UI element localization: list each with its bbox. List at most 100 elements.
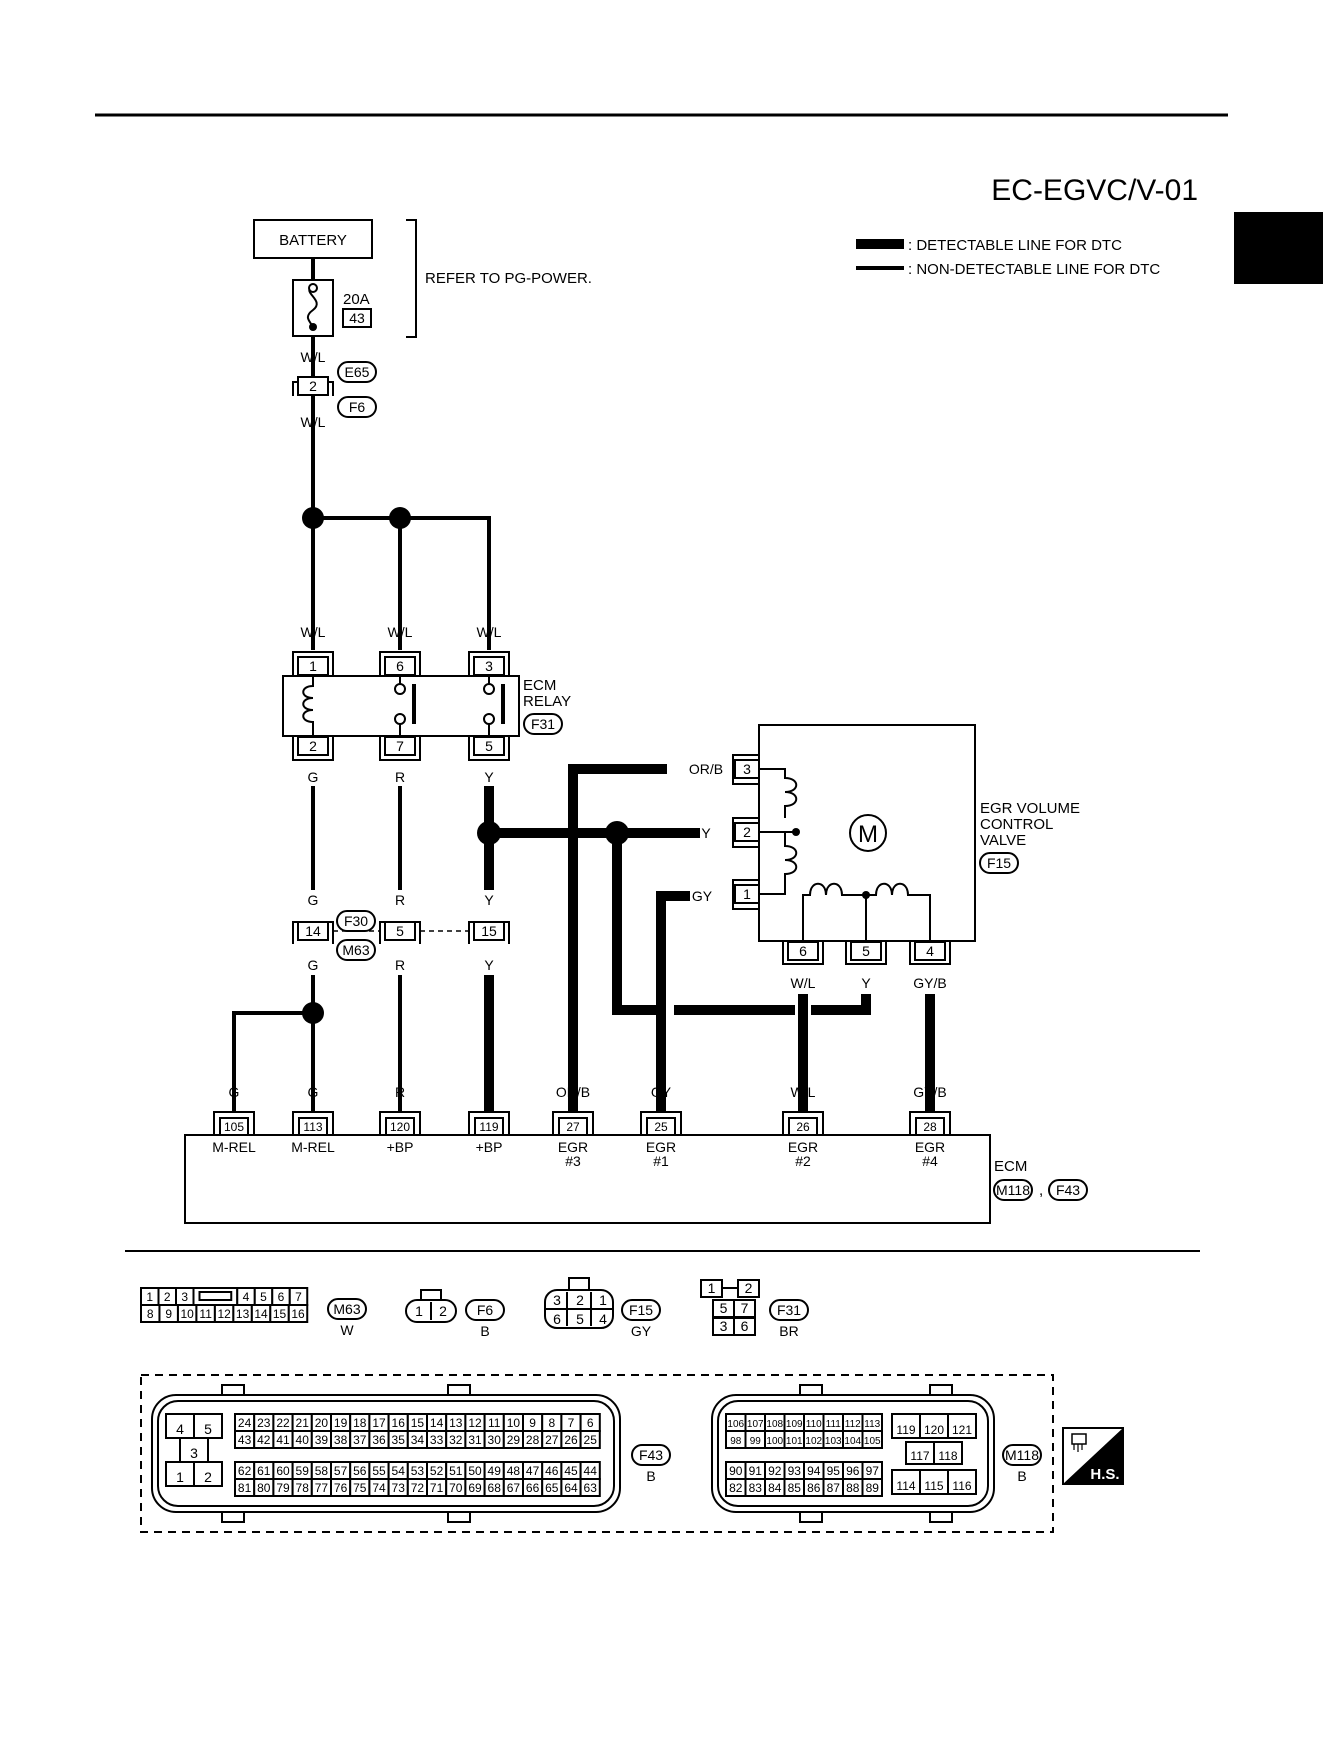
- f43-cell: [579, 1478, 601, 1497]
- f6-latch: [420, 1289, 442, 1301]
- m118-pin: 102: [805, 1436, 822, 1447]
- m118-pin: 91: [749, 1464, 763, 1478]
- f43-pin: 68: [488, 1481, 502, 1495]
- conn-f43: F43: [1056, 1182, 1080, 1198]
- ecm-terminal-box: [558, 1117, 588, 1136]
- ecm-terminals: 105M-REL113M-REL120+BP119+BP27EGR#325EGR…: [212, 1111, 951, 1169]
- f43-pin: 69: [468, 1481, 482, 1495]
- f43-pin: 63: [584, 1481, 598, 1495]
- m118-pin: 119: [896, 1423, 915, 1437]
- f43-pin: 76: [334, 1481, 348, 1495]
- f31-color: BR: [779, 1323, 798, 1339]
- m118-pin: 89: [866, 1481, 880, 1495]
- ecm-terminal-name: M-REL: [291, 1139, 335, 1155]
- m118-pin: 110: [806, 1419, 822, 1430]
- m63-pin: 11: [199, 1307, 212, 1321]
- f43-pin: 75: [353, 1481, 367, 1495]
- egr-label1: EGR VOLUME: [980, 800, 1080, 817]
- m118-cell: [919, 1413, 949, 1439]
- m118-inner: [717, 1400, 989, 1507]
- ecm-terminal-name: EGR: [558, 1139, 588, 1155]
- legend-thick-line: [856, 239, 904, 249]
- m118-pin: 87: [827, 1481, 841, 1495]
- f43-pin: 73: [392, 1481, 406, 1495]
- f43-id: F43: [639, 1447, 663, 1463]
- m118-cell: [947, 1413, 977, 1439]
- m118-pin: 96: [846, 1464, 860, 1478]
- ecm-terminal-pin: 26: [796, 1120, 810, 1134]
- legend-detectable: : DETECTABLE LINE FOR DTC: [908, 237, 1122, 254]
- wire-g-ecm1: G: [229, 1084, 240, 1100]
- f43-pin: 44: [584, 1464, 598, 1478]
- egr-pin-4: 4: [926, 943, 934, 959]
- f6-pin: 2: [439, 1303, 447, 1319]
- egr-label2: CONTROL: [980, 816, 1053, 833]
- f43-pin: 39: [315, 1433, 329, 1447]
- battery-label: BATTERY: [279, 232, 347, 249]
- ecm-terminal-box: [474, 1117, 504, 1136]
- wire-y-ecm: Y: [484, 1084, 494, 1100]
- ecm-terminal-sub: #2: [795, 1153, 811, 1169]
- joint-pin: 2: [309, 378, 317, 394]
- ecm-terminal-box: [915, 1117, 945, 1136]
- ecm-terminal-pin: 119: [479, 1120, 498, 1134]
- m118-tab: [929, 1511, 953, 1523]
- f43-pin: 43: [238, 1433, 252, 1447]
- f43-pin: 15: [411, 1416, 425, 1430]
- wire-wl-egr: W/L: [791, 975, 816, 991]
- f15-latch: [568, 1277, 590, 1291]
- m118-pin: 85: [788, 1481, 802, 1495]
- ecm-terminal-name: +BP: [476, 1139, 503, 1155]
- f43-pin: 16: [392, 1416, 406, 1430]
- f31-id: F31: [777, 1302, 801, 1318]
- harness-pin-15: 15: [481, 923, 497, 939]
- m118-color: B: [1017, 1468, 1026, 1484]
- ecm-terminal-box: [219, 1117, 249, 1136]
- conn-f15: F15: [987, 855, 1011, 871]
- ecm-terminal-pin: 113: [303, 1120, 322, 1134]
- f43-badge: [631, 1444, 671, 1466]
- f6-color: B: [480, 1323, 489, 1339]
- egr-pin-5: 5: [862, 943, 870, 959]
- f43-pin: 47: [526, 1464, 540, 1478]
- m118-pin: 83: [749, 1481, 763, 1495]
- relay-pin-1: 1: [309, 658, 317, 674]
- f43-pin: 20: [315, 1416, 329, 1430]
- egr-pin-3: 3: [743, 761, 751, 777]
- ecm-terminal-pin: 120: [390, 1120, 410, 1134]
- ecm-terminal-box: [298, 1117, 328, 1136]
- f43-pin: 13: [449, 1416, 463, 1430]
- f43-pin: 34: [411, 1433, 425, 1447]
- wire-y-1: Y: [484, 769, 494, 785]
- conn-f30: F30: [344, 913, 368, 929]
- m118-cell: [861, 1430, 883, 1449]
- motor-label: M: [858, 821, 878, 848]
- f43-inner: [157, 1400, 615, 1507]
- egr-pin-2: 2: [743, 824, 751, 840]
- f43-pin: 26: [564, 1433, 578, 1447]
- f43-pin: 24: [238, 1416, 252, 1430]
- ecm-terminal-pin: 27: [566, 1120, 580, 1134]
- m63-badge: [327, 1298, 367, 1320]
- relay-pin-7: 7: [396, 738, 404, 754]
- f43-pin: 3: [190, 1445, 198, 1461]
- refer-bracket: [406, 219, 417, 338]
- f43-pin: 67: [507, 1481, 521, 1495]
- m118-pin: 112: [845, 1419, 861, 1430]
- m118-pin: 111: [826, 1419, 842, 1430]
- splice-2: [389, 507, 411, 529]
- conn-f43-badge: [1048, 1179, 1088, 1201]
- wire-gyb-egr: GY/B: [913, 975, 946, 991]
- f43-pin: 32: [449, 1433, 463, 1447]
- m118-id: M118: [1005, 1447, 1039, 1463]
- m118-pin: 98: [730, 1436, 742, 1447]
- m63-pin: 7: [295, 1290, 302, 1304]
- f43-pin: 48: [507, 1464, 521, 1478]
- f15-id: F15: [629, 1302, 653, 1318]
- fuse-number-box: [342, 308, 372, 328]
- conn-f31: F31: [531, 716, 555, 732]
- fuse-number: 43: [349, 310, 365, 326]
- f43-pin: 51: [449, 1464, 463, 1478]
- f43-pin: 60: [276, 1464, 290, 1478]
